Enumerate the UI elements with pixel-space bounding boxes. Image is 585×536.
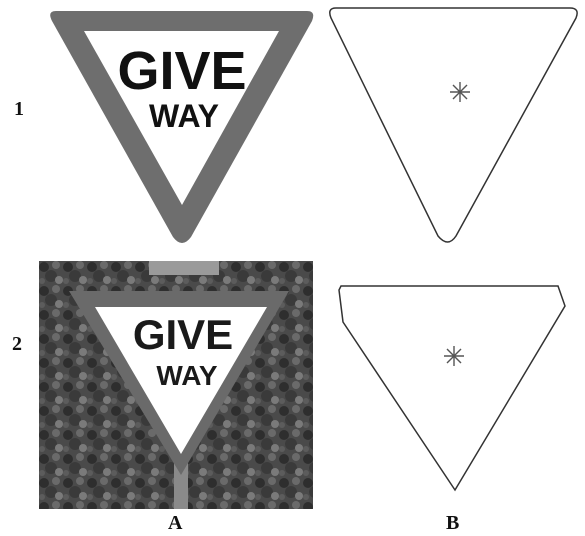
give-way-sign-graphic: GIVE WAY (44, 5, 319, 247)
sign-outline-shape (326, 4, 582, 246)
panel-1b-outline (326, 4, 582, 246)
sign-text-way: WAY (149, 98, 219, 134)
extracted-outline-shape (333, 280, 583, 498)
sign-text-give: GIVE (117, 41, 246, 101)
row-label-2: 2 (12, 333, 22, 356)
photo-sign-text-give: GIVE (133, 311, 233, 358)
photo-sign-text-way: WAY (156, 360, 218, 391)
centroid-marker-icon (450, 82, 470, 102)
photo-sign-graphic: GIVE WAY (39, 261, 313, 509)
centroid-marker-icon (444, 346, 464, 366)
panel-1a-sign-image: GIVE WAY (44, 5, 319, 247)
panel-2a-photo: GIVE WAY (39, 261, 313, 509)
column-label-b: B (446, 512, 459, 535)
column-label-a: A (168, 512, 182, 535)
panel-2b-outline (333, 280, 583, 498)
row-label-1: 1 (14, 98, 24, 121)
